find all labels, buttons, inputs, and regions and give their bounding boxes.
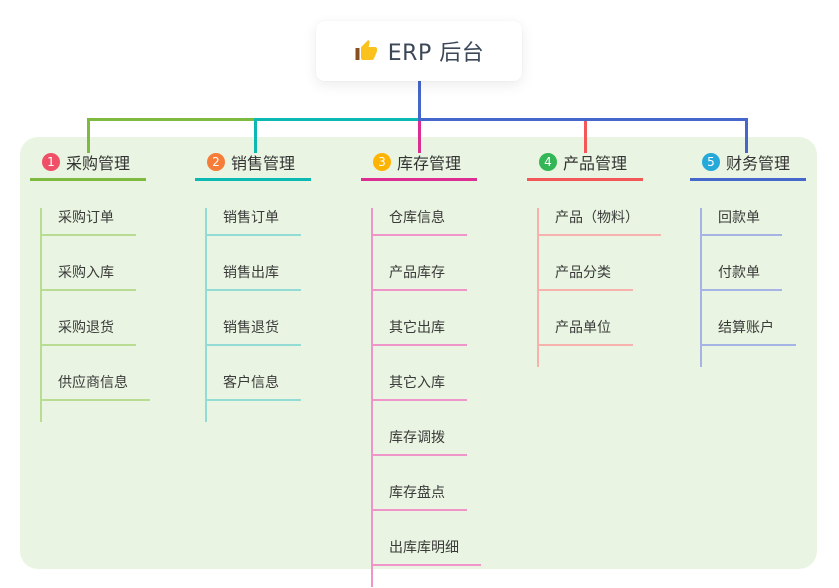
- branch-column: 4 产品管理产品（物料） 产品分类产品单位: [527, 151, 677, 367]
- branch-title: 财务管理: [726, 154, 791, 173]
- branch-number-badge: 3: [373, 153, 391, 171]
- child-node[interactable]: 销售出库: [205, 263, 301, 291]
- child-node[interactable]: 库存调拨: [371, 428, 467, 456]
- root-title: ERP 后台: [387, 41, 485, 66]
- child-node[interactable]: 仓库信息: [371, 208, 467, 236]
- thumbs-up-icon: [354, 39, 378, 63]
- child-node[interactable]: 结算账户: [700, 318, 796, 346]
- child-node[interactable]: 客户信息: [205, 373, 301, 401]
- branch-title: 库存管理: [397, 154, 462, 173]
- branch-header[interactable]: 2 销售管理: [195, 151, 312, 181]
- child-node[interactable]: 供应商信息: [40, 373, 150, 401]
- child-node[interactable]: 采购退货: [40, 318, 136, 346]
- branch-number-badge: 4: [539, 153, 557, 171]
- branch-children: 采购订单采购入库采购退货供应商信息: [30, 208, 180, 422]
- branch-header[interactable]: 3 库存管理: [361, 151, 478, 181]
- branch-number-badge: 1: [42, 153, 60, 171]
- mindmap-panel: [20, 137, 817, 569]
- child-node[interactable]: 出库库明细: [371, 538, 481, 566]
- branch-spine: [205, 208, 207, 422]
- branch-children: 仓库信息产品库存其它出库其它入库库存调拨库存盘点出库库明细: [361, 208, 511, 587]
- branch-title: 采购管理: [66, 154, 131, 173]
- branch-column: 3 库存管理仓库信息产品库存其它出库其它入库库存调拨库存盘点出库库明细: [361, 151, 511, 587]
- child-node[interactable]: 产品分类: [537, 263, 633, 291]
- branch-header[interactable]: 1 采购管理: [30, 151, 147, 181]
- branch-spine: [371, 208, 373, 587]
- child-node[interactable]: 采购订单: [40, 208, 136, 236]
- child-node[interactable]: 产品单位: [537, 318, 633, 346]
- branch-spine: [537, 208, 539, 367]
- branch-title: 产品管理: [563, 154, 628, 173]
- child-node[interactable]: 产品库存: [371, 263, 467, 291]
- branch-number-badge: 5: [702, 153, 720, 171]
- branch-spine: [40, 208, 42, 422]
- child-node[interactable]: 回款单: [700, 208, 782, 236]
- branch-children: 回款单付款单结算账户: [690, 208, 839, 367]
- child-node[interactable]: 采购入库: [40, 263, 136, 291]
- child-node[interactable]: 其它入库: [371, 373, 467, 401]
- branch-column: 2 销售管理销售订单销售出库销售退货客户信息: [195, 151, 345, 422]
- child-node[interactable]: 销售退货: [205, 318, 301, 346]
- branch-children: 产品（物料） 产品分类产品单位: [527, 208, 677, 367]
- branch-number-badge: 2: [207, 153, 225, 171]
- branch-children: 销售订单销售出库销售退货客户信息: [195, 208, 345, 422]
- branch-spine: [700, 208, 702, 367]
- branch-column: 1 采购管理采购订单采购入库采购退货供应商信息: [30, 151, 180, 422]
- child-node[interactable]: 其它出库: [371, 318, 467, 346]
- child-node[interactable]: 库存盘点: [371, 483, 467, 511]
- branch-header[interactable]: 4 产品管理: [527, 151, 644, 181]
- branch-title: 销售管理: [231, 154, 296, 173]
- child-node[interactable]: 销售订单: [205, 208, 301, 236]
- branch-column: 5 财务管理回款单付款单结算账户: [690, 151, 839, 367]
- child-node[interactable]: 产品（物料）: [537, 208, 661, 236]
- branch-header[interactable]: 5 财务管理: [690, 151, 807, 181]
- child-node[interactable]: 付款单: [700, 263, 782, 291]
- root-node[interactable]: ERP 后台: [316, 21, 522, 81]
